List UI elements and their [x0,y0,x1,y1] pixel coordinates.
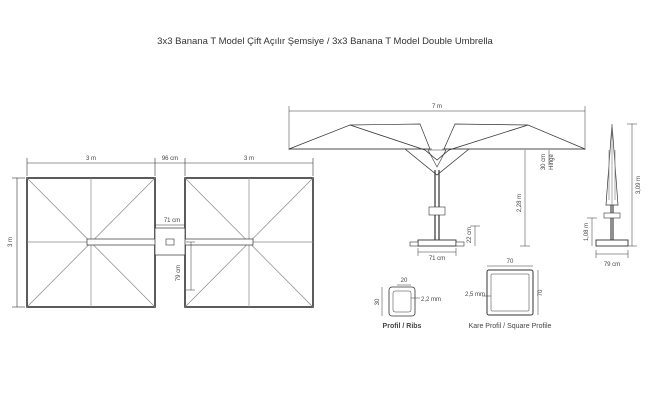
square-thickness: 2,5 mm [465,292,485,298]
front-base-width: 71 cm [429,256,445,262]
front-span: 7 m [432,104,442,110]
side-lower-height: 1,08 m [584,223,590,241]
top-width-left: 3 m [86,156,96,162]
rib-height: 30 [375,298,381,305]
rib-width: 20 [401,278,408,284]
top-center-width: 71 cm [164,218,180,224]
top-width-right: 3 m [244,156,254,162]
square-caption: Kare Profil / Square Profile [469,323,552,330]
page-title: 3x3 Banana T Model Çift Açılır Şemsiye /… [157,36,493,47]
rib-thickness: 2,2 mm [421,297,441,303]
front-base [417,239,457,247]
rib-caption: Profil / Ribs [383,323,422,330]
side-base [595,239,629,247]
top-view [12,158,314,308]
front-hinge: 30 cm [541,154,547,170]
square-width: 70 [507,259,514,265]
front-pole-height: 2,28 m [517,194,523,212]
top-gap: 96 cm [162,156,178,162]
square-height: 70 [538,289,544,296]
front-hinge-label: Hinge [549,154,555,170]
front-view [288,106,586,256]
top-height: 3 m [8,237,14,247]
side-view [587,123,637,258]
top-center-height: 79 cm [176,265,182,281]
square-profile [482,265,539,316]
center-base [154,227,186,256]
side-total-height: 3,09 m [636,176,642,194]
rib-profile [381,284,420,317]
side-base-width: 79 cm [604,262,620,268]
front-base-height: 22 cm [467,227,473,243]
